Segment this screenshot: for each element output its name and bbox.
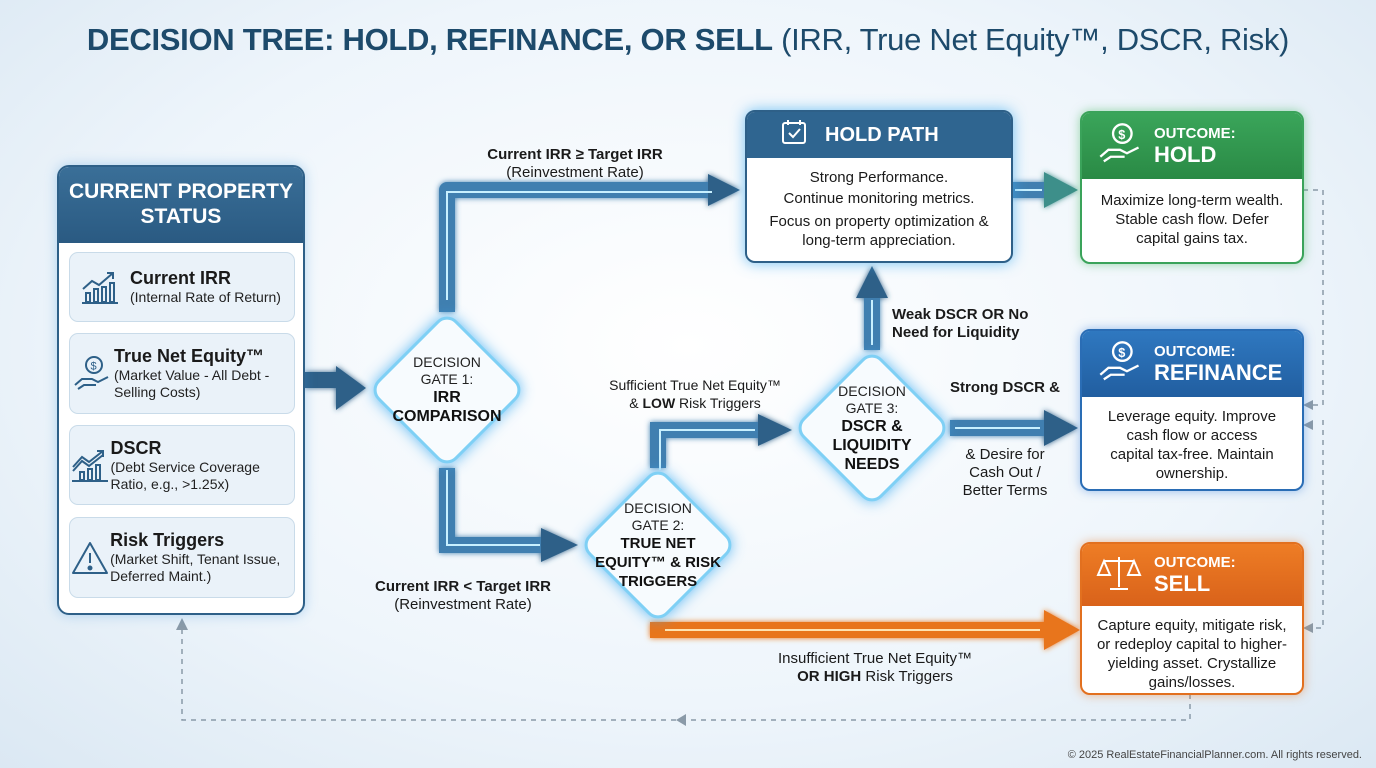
arrow-gate2-to-gate3 — [650, 422, 762, 468]
decision-gate-1: DECISION GATE 1:IRR COMPARISON — [367, 310, 527, 470]
chart-growth-icon — [70, 269, 130, 305]
outcome-kicker: OUTCOME: — [1154, 553, 1236, 571]
svg-text:$: $ — [1118, 344, 1125, 359]
outcome-header: $ OUTCOME:HOLD — [1082, 113, 1302, 179]
outcome-hold-box: $ OUTCOME:HOLD Maximize long-term wealth… — [1080, 111, 1304, 264]
outcome-kicker: OUTCOME: — [1154, 124, 1236, 142]
copyright-footer: © 2025 RealEstateFinancialPlanner.com. A… — [1067, 749, 1362, 761]
outcome-title: HOLD — [1154, 141, 1217, 167]
hand-dollar-icon: $ — [1096, 122, 1144, 171]
outcome-body: Maximize long-term wealth. Stable cash f… — [1100, 192, 1284, 247]
item-desc: (Debt Service Coverage Ratio, e.g., >1.2… — [110, 458, 260, 492]
status-item-dscr: DSCR(Debt Service Coverage Ratio, e.g., … — [69, 425, 295, 505]
item-desc: (Market Shift, Tenant Issue, Deferred Ma… — [110, 551, 281, 584]
hold-path-box: HOLD PATH Strong Performance. Continue mo… — [745, 110, 1013, 263]
outcome-sell-box: OUTCOME:SELL Capture equity, mitigate ri… — [1080, 542, 1304, 695]
gate-title: DSCR & LIQUIDITY NEEDS — [832, 417, 912, 473]
arrow-gate1-to-hold — [439, 182, 712, 312]
gate-label: DECISION GATE 3: — [838, 382, 906, 416]
warning-icon — [70, 540, 110, 576]
current-property-status-panel: CURRENT PROPERTY STATUS Current IRR(Inte… — [57, 165, 305, 615]
scale-icon — [1096, 553, 1142, 598]
body-line: Continue monitoring metrics. — [783, 190, 975, 207]
label-irr-low: Current IRR < Target IRR(Reinvestment Ra… — [375, 578, 551, 613]
chart-trend-icon — [70, 447, 110, 483]
item-title: DSCR — [110, 437, 162, 458]
calendar-check-icon — [781, 119, 807, 151]
outcome-header: $ OUTCOME:REFINANCE — [1082, 331, 1302, 397]
status-item-irr: Current IRR(Internal Rate of Return) — [69, 252, 295, 322]
svg-text:$: $ — [1118, 126, 1125, 141]
item-title: Current IRR — [130, 268, 232, 288]
status-item-risk: Risk Triggers(Market Shift, Tenant Issue… — [69, 517, 295, 598]
label-irr-high: Current IRR ≥ Target IRR(Reinvestment Ra… — [487, 146, 663, 181]
item-title: Risk Triggers — [110, 530, 225, 550]
gate-label: DECISION GATE 2: — [624, 499, 692, 533]
gate-label: DECISION GATE 1: — [413, 354, 481, 387]
outcome-title: REFINANCE — [1154, 359, 1283, 385]
label-sufficient-equity: Sufficient True Net Equity™& LOW Risk Tr… — [609, 377, 781, 411]
outcome-title: SELL — [1154, 570, 1211, 596]
hold-path-header: HOLD PATH — [747, 112, 1011, 158]
panel-title: CURRENT PROPERTY STATUS — [59, 167, 303, 243]
body-line: Focus on property optimization & long-te… — [769, 213, 989, 249]
body-line: Strong Performance. — [809, 169, 949, 186]
arrow-gate1-to-gate2 — [439, 468, 545, 553]
item-desc: (Internal Rate of Return) — [130, 289, 281, 305]
label-weak-dscr: Weak DSCR OR No Need for Liquidity — [892, 306, 1029, 341]
decision-gate-3: DECISION GATE 3:DSCR & LIQUIDITY NEEDS — [792, 348, 952, 508]
decision-gate-2: DECISION GATE 2:TRUE NET EQUITY™ & RISK … — [578, 465, 738, 625]
hold-path-title: HOLD PATH — [825, 123, 939, 146]
hand-dollar-icon: $ — [1096, 340, 1144, 389]
outcome-kicker: OUTCOME: — [1154, 342, 1236, 360]
page-title: DECISION TREE: HOLD, REFINANCE, OR SELL … — [86, 22, 1290, 57]
svg-text:$: $ — [90, 360, 96, 372]
outcome-body: Capture equity, mitigate risk, or redepl… — [1096, 617, 1288, 691]
status-item-equity: $ True Net Equity™(Market Value - All De… — [69, 333, 295, 414]
label-strong-dscr: Strong DSCR & — [950, 379, 1060, 396]
outcome-body: Leverage equity. Improve cash flow or ac… — [1107, 408, 1277, 482]
gate-title: IRR COMPARISON — [392, 389, 502, 425]
item-desc: (Market Value - All Debt - Selling Costs… — [113, 367, 270, 400]
outcome-header: OUTCOME:SELL — [1082, 544, 1302, 606]
hand-dollar-icon: $ — [70, 355, 114, 393]
gate-title: TRUE NET EQUITY™ & RISK TRIGGERS — [595, 534, 721, 590]
item-title: True Net Equity™ — [113, 346, 265, 366]
outcome-refinance-box: $ OUTCOME:REFINANCE Leverage equity. Imp… — [1080, 329, 1304, 491]
label-desire-cash-out: & Desire for Cash Out / Better Terms — [962, 446, 1048, 499]
